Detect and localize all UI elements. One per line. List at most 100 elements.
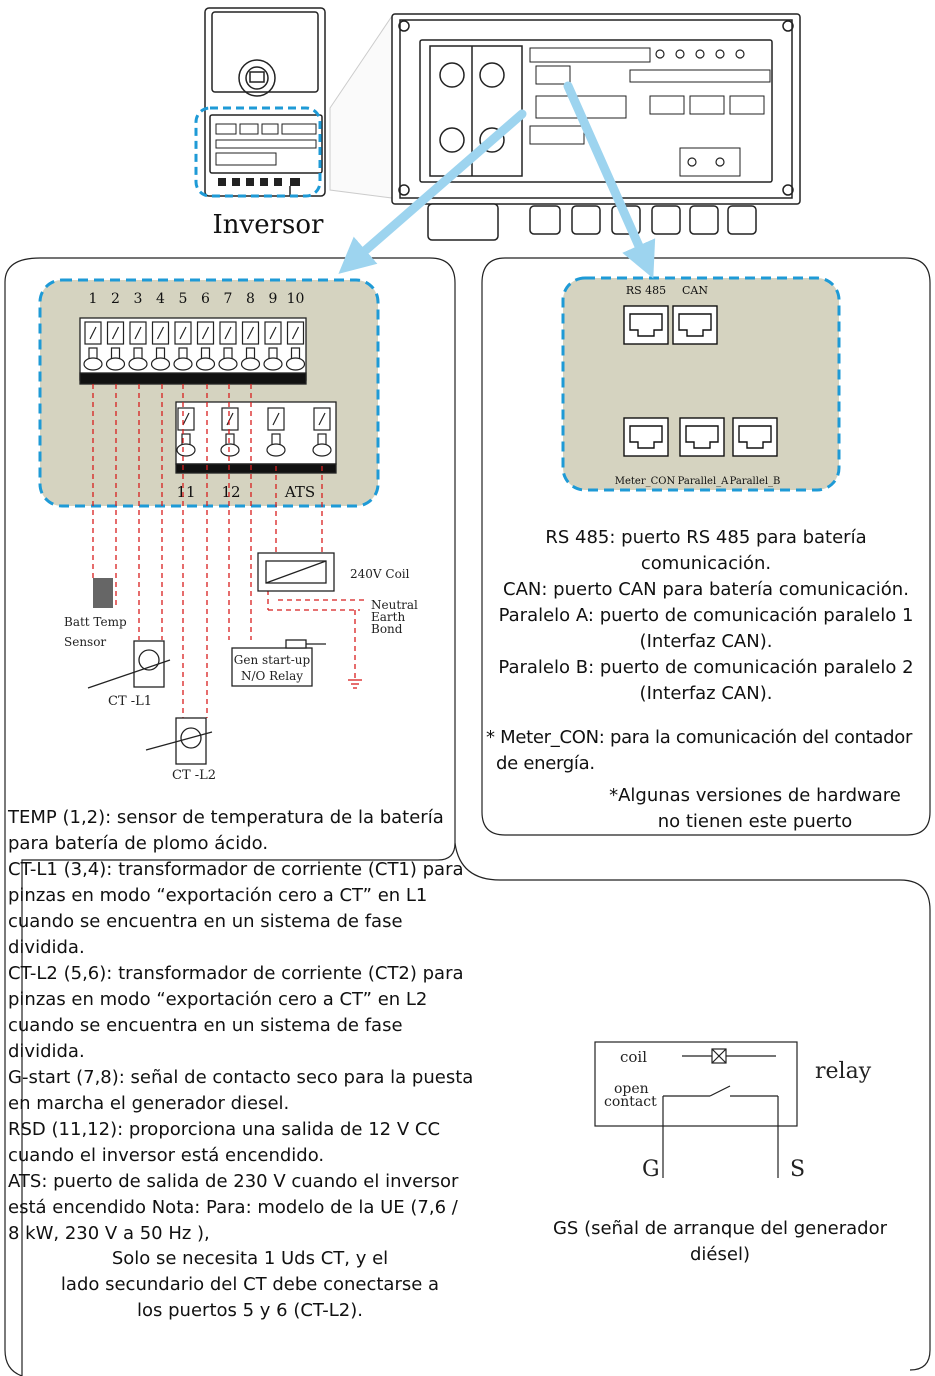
terminal-8 — [240, 321, 261, 371]
relay-coil-label: coil — [620, 1048, 647, 1066]
can-port — [672, 305, 718, 345]
relay-g-label: G — [642, 1157, 660, 1182]
zoom-wedge — [329, 14, 393, 199]
rs485-port — [623, 305, 669, 345]
terminal-2 — [105, 321, 126, 371]
right-panel-frame — [481, 257, 931, 836]
left-description-line: pinzas en modo “exportación cero a CT” e… — [8, 885, 428, 906]
left-description-line: RSD (11,12): proporciona una salida de 1… — [8, 1119, 441, 1140]
terminal-6 — [195, 321, 216, 371]
cable-glands — [427, 203, 757, 241]
terminal-number-6: 6 — [201, 291, 210, 307]
hw-note-line-1: *Algunas versiones de hardware — [609, 785, 901, 806]
port-label-meter-con: Meter_CON — [615, 476, 676, 487]
zoom-arrows — [338, 81, 656, 279]
terminal-number-8: 8 — [246, 291, 255, 307]
left-note-line: Solo se necesita 1 Uds CT, y el — [111, 1248, 389, 1269]
port-label-parallel-b: Parallel_B — [730, 476, 781, 487]
terminal-label-ats: ATS — [284, 483, 315, 501]
left-description-line: ATS: puerto de salida de 230 V cuando el… — [8, 1171, 459, 1192]
relay-s-label: S — [790, 1157, 805, 1182]
left-description-line: dividida. — [8, 1041, 85, 1062]
relay-caption: GS (señal de arranque del generador diés… — [510, 1216, 930, 1268]
meter-con-port — [623, 417, 669, 457]
meter-note-line-2: de energía. — [496, 753, 595, 774]
left-description-line: en marcha el generador diesel. — [8, 1093, 290, 1114]
meter-note: * Meter_CON: para la comunicación del co… — [486, 725, 931, 777]
terminal-7 — [218, 321, 238, 371]
left-description-line: TEMP (1,2): sensor de temperatura de la … — [8, 807, 444, 828]
ct-l1-label: CT -L1 — [108, 694, 152, 709]
inverter-dashed-highlight — [194, 106, 322, 198]
coil-box — [257, 552, 335, 592]
terminal-3 — [128, 321, 148, 371]
gen-relay — [231, 639, 326, 687]
relay-contact-label: contact — [604, 1094, 657, 1110]
left-description-line: dividida. — [8, 937, 85, 958]
lower-terminal-4 — [312, 407, 332, 457]
bond-label: Bond — [371, 622, 403, 636]
relay-label: relay — [815, 1059, 872, 1084]
terminal-strip-11-12-ats — [175, 401, 337, 474]
hw-note-line-2: no tienen este puerto — [657, 811, 853, 832]
rj45-ports — [623, 305, 778, 457]
left-panel-frame — [4, 257, 456, 1376]
terminal-label-11: 11 — [176, 483, 195, 501]
terminal-1 — [83, 321, 103, 371]
terminal-number-5: 5 — [179, 291, 188, 307]
inverter-front-view — [204, 7, 326, 197]
ct-l2-label: CT -L2 — [172, 768, 216, 783]
terminal-number-1: 1 — [89, 291, 98, 307]
terminal-4 — [150, 321, 171, 371]
relay-open-label: open — [614, 1081, 649, 1097]
port-label-rs485: RS 485 — [626, 284, 666, 297]
terminal-number-3: 3 — [134, 291, 143, 307]
parallel-a-port — [679, 417, 725, 457]
port-label-parallel-a: Parallel_A — [678, 476, 729, 487]
right-description-line: (Interfaz CAN). — [639, 683, 773, 704]
meter-note-line-1: * Meter_CON: para la comunicación del co… — [486, 727, 913, 748]
earth-label: Earth — [371, 610, 405, 624]
lower-terminal-3 — [266, 407, 286, 457]
terminal-label-12: 12 — [221, 483, 240, 501]
batt-temp-label-2: Sensor — [64, 635, 106, 649]
batt-temp-label: Batt Temp — [64, 615, 127, 629]
left-note-line: lado secundario del CT debe conectarse a — [60, 1274, 440, 1295]
port-label-can: CAN — [682, 284, 708, 297]
left-description-line: 8 kW, 230 V a 50 Hz ), — [8, 1223, 210, 1244]
left-description-line: G-start (7,8): señal de contacto seco pa… — [8, 1067, 474, 1088]
terminal-number-7: 7 — [224, 291, 233, 307]
right-description-line: CAN: puerto CAN para batería comunicació… — [503, 579, 909, 600]
relay-schematic — [594, 1041, 798, 1178]
right-description-line: comunicación. — [640, 553, 772, 574]
left-description: TEMP (1,2): sensor de temperatura de la … — [8, 805, 508, 1247]
gen-relay-label-1: Gen start-up — [234, 653, 311, 667]
neutral-label: Neutral — [371, 598, 418, 612]
lower-terminal-2 — [220, 407, 240, 457]
left-description-line: CT-L1 (3,4): transformador de corriente … — [8, 859, 464, 880]
terminal-number-2: 2 — [111, 291, 120, 307]
terminal-10 — [285, 321, 306, 371]
terminal-number-9: 9 — [269, 291, 278, 307]
ct-l1 — [87, 640, 171, 689]
terminal-number-4: 4 — [156, 291, 165, 307]
left-description-line: para batería de plomo ácido. — [8, 833, 269, 854]
hw-note: *Algunas versiones de hardware no tienen… — [590, 783, 920, 835]
right-description-line: (Interfaz CAN). — [639, 631, 773, 652]
terminal-9 — [263, 321, 283, 371]
ct-l2 — [145, 717, 213, 765]
right-description-line: Paralelo A: puerto de comunicación paral… — [498, 605, 914, 626]
left-description-line: cuando se encuentra en un sistema de fas… — [8, 911, 403, 932]
terminal-5 — [173, 321, 193, 371]
left-note: Solo se necesita 1 Uds CT, y el lado secu… — [20, 1246, 480, 1324]
inverter-label: Inversor — [213, 210, 325, 240]
coil-label: 240V Coil — [350, 567, 410, 581]
relay-caption-line-1: GS (señal de arranque del generador — [552, 1218, 887, 1239]
parallel-b-port — [732, 417, 778, 457]
left-description-line: está encendido Nota: Para: modelo de la … — [8, 1197, 458, 1218]
left-description-line: cuando se encuentra en un sistema de fas… — [8, 1015, 403, 1036]
left-description-line: CT-L2 (5,6): transformador de corriente … — [8, 963, 464, 984]
